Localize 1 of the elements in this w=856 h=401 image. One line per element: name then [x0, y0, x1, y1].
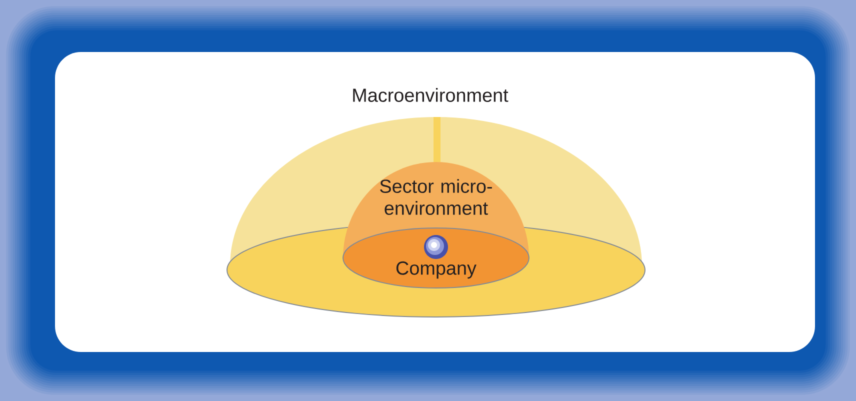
- node-label: Macroenvironment: [353, 88, 508, 102]
